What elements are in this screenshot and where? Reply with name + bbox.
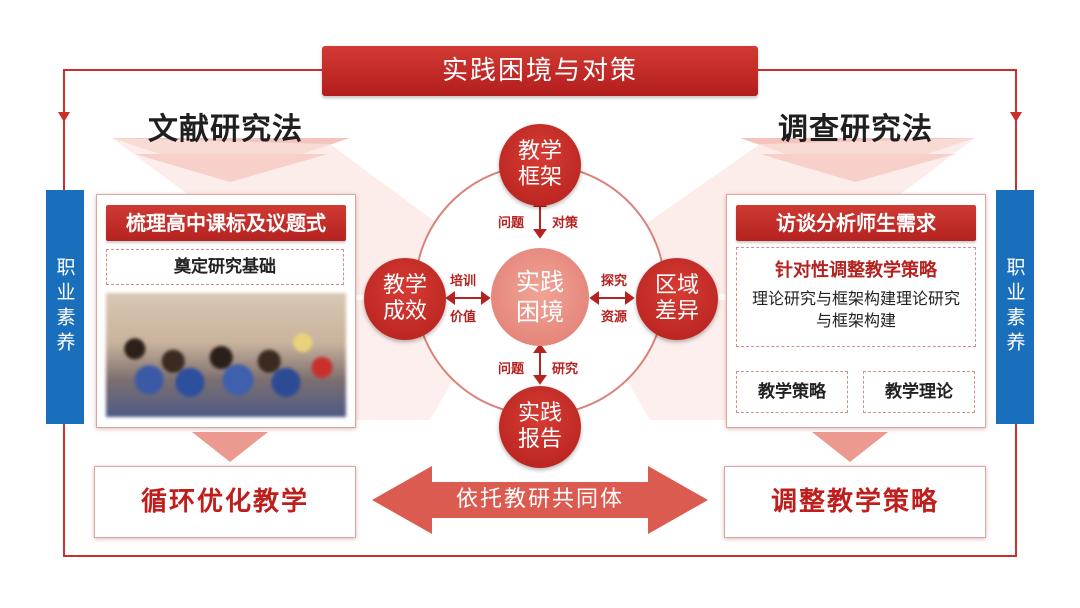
center-core: 实践困境	[491, 248, 589, 346]
label-bottom-b: 研究	[552, 362, 579, 377]
label-left-b: 价值	[450, 310, 477, 325]
right-side-tab: 职业素养	[996, 190, 1034, 424]
label-left-a: 培训	[450, 274, 477, 289]
bottom-double-arrow	[372, 466, 708, 534]
right-panel: 访谈分析师生需求 针对性调整教学策略 理论研究与框架构建理论研究与框架构建 教学…	[726, 194, 986, 428]
node-teaching-framework: 教学框架	[499, 124, 581, 206]
label-top-a: 问题	[498, 216, 525, 231]
bottom-arrow-label: 依托教研共同体	[455, 487, 624, 512]
frame-arrow-left	[58, 112, 70, 122]
strategy-box: 针对性调整教学策略 理论研究与框架构建理论研究与框架构建	[736, 247, 976, 347]
label-bottom-a: 问题	[498, 362, 525, 377]
right-down-arrow	[812, 432, 888, 462]
left-down-arrow	[192, 432, 268, 462]
right-method-title: 调查研究法	[778, 112, 933, 147]
node-practice-report: 实践报告	[499, 386, 581, 468]
node-teaching-effect: 教学成效	[364, 258, 446, 340]
left-panel: 梳理高中课标及议题式 奠定研究基础	[96, 194, 356, 428]
right-bottom-box: 调整教学策略	[724, 466, 986, 538]
left-panel-title: 梳理高中课标及议题式	[106, 205, 346, 241]
top-banner: 实践困境与对策	[322, 46, 758, 96]
label-right-b: 资源	[601, 310, 628, 325]
outer-frame	[63, 69, 1017, 557]
left-bottom-box: 循环优化教学	[94, 466, 356, 538]
label-top-b: 对策	[552, 216, 579, 231]
leaf-teaching-theory: 教学理论	[863, 371, 975, 413]
left-side-tab: 职业素养	[46, 190, 84, 424]
label-right-a: 探究	[601, 274, 628, 289]
left-method-title: 文献研究法	[148, 112, 303, 147]
node-regional-difference: 区域差异	[636, 258, 718, 340]
leaf-teaching-strategy: 教学策略	[736, 371, 848, 413]
strategy-title: 针对性调整教学策略	[775, 260, 937, 281]
right-panel-title: 访谈分析师生需求	[736, 205, 976, 241]
strategy-body: 理论研究与框架构建理论研究与框架构建	[751, 289, 960, 330]
left-sub-label: 奠定研究基础	[106, 249, 344, 285]
frame-arrow-right	[1010, 112, 1022, 122]
classroom-photo	[106, 293, 346, 417]
